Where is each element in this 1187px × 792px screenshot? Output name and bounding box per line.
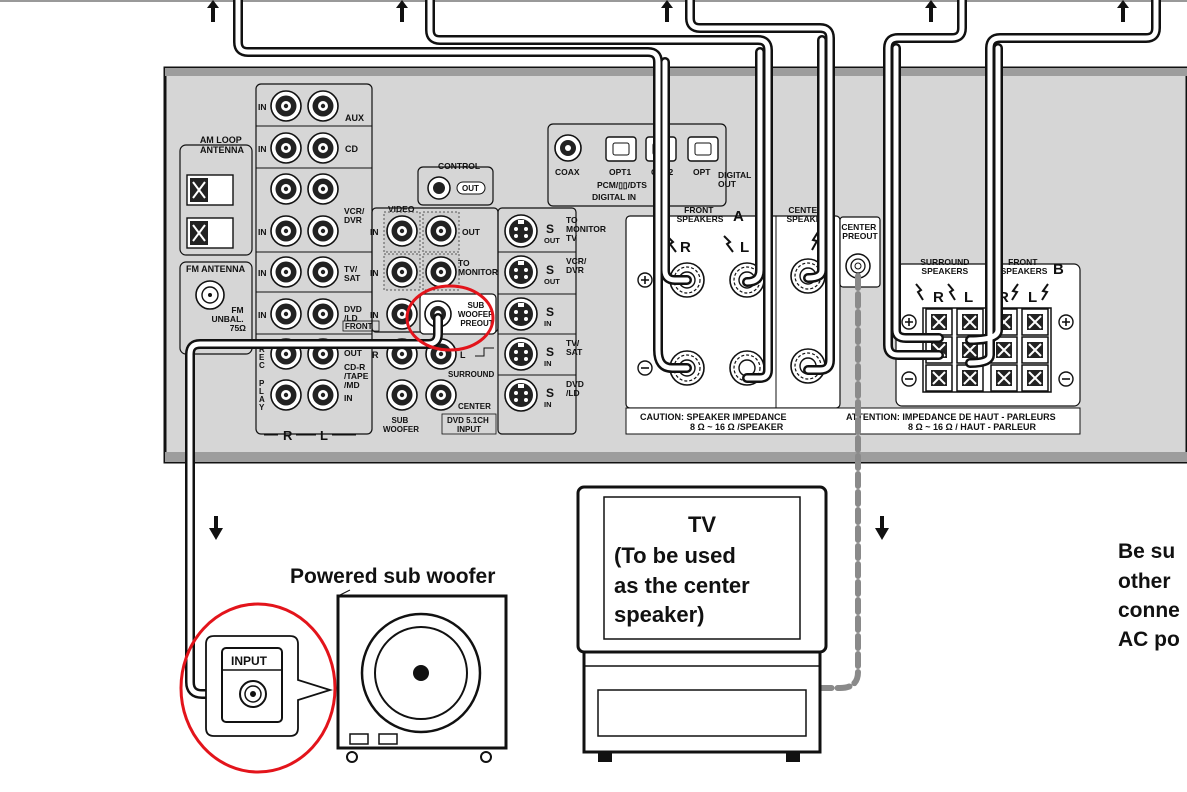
svg-text:DIGITAL IN: DIGITAL IN xyxy=(592,192,636,202)
s-video-jack xyxy=(504,378,538,412)
svg-text:CENTER: CENTER xyxy=(458,402,491,411)
tv-set: TV (To be used as the center speaker) xyxy=(576,485,828,762)
up-arrows xyxy=(207,0,1129,22)
svg-text:CENTER SPEAKER: CENTER SPEAKER xyxy=(786,205,827,224)
control-out-jack: CONTROL OUT xyxy=(417,161,494,206)
svg-text:L: L xyxy=(740,239,749,256)
s-video-source-label: TV/SAT xyxy=(566,338,583,357)
svg-text:TO MONITOR: TO MONITOR xyxy=(458,258,498,277)
aux-label: AUX xyxy=(345,113,364,123)
svg-text:B: B xyxy=(1053,261,1064,278)
s-video-jack xyxy=(504,297,538,331)
speaker-cables xyxy=(233,0,1161,383)
s-video-s-label: S xyxy=(546,305,554,319)
dvd-51ch-input-jacks: R L SURROUND CENTER SUB WOOFER DVD 5.1CH… xyxy=(259,338,497,435)
svg-text:L: L xyxy=(320,428,328,443)
svg-text:(To be used as the cente: (To be used as the center speaker) xyxy=(614,543,756,627)
s-video-dir-label: OUT xyxy=(544,277,560,286)
svg-text:FRONT: FRONT xyxy=(345,322,373,331)
svg-text:FRONT SPEAKERS: FRONT SPEAKERS xyxy=(677,205,724,224)
svg-text:SURROUND SPEAKERS: SURROUND SPEAKERS FRONT SPEAKERS xyxy=(920,257,1047,276)
svg-text:R: R xyxy=(933,289,944,306)
front-speakers-a-terminals: FRONT SPEAKERS A CENTER SPEAKER R L xyxy=(625,205,841,409)
s-video-jack xyxy=(504,337,538,371)
subwoofer-cable xyxy=(185,313,443,699)
am-antenna-label: AM LOOP xyxy=(200,135,242,145)
down-arrows xyxy=(209,516,889,540)
svg-text:IN: IN xyxy=(370,268,379,278)
svg-text:FM UNBAL. 75Ω: FM UNBAL. 75Ω xyxy=(212,305,247,333)
s-video-source-label: VCR/DVR xyxy=(566,256,587,275)
control-label: CONTROL xyxy=(438,161,480,171)
svg-text:VCR/ DVR TV/: VCR/ DVR TV/ SAT DVD /LD xyxy=(344,206,367,323)
svg-text:IN: IN xyxy=(370,310,379,320)
subwoofer-input-callout: INPUT xyxy=(205,635,334,737)
s-video-dir-label: IN xyxy=(544,359,552,368)
input-label: INPUT xyxy=(231,654,268,668)
svg-text:R: R xyxy=(680,239,691,256)
svg-text:IN IN IN IN: IN IN IN IN IN xyxy=(258,102,269,320)
svg-text:OPT: OPT xyxy=(693,167,711,177)
svg-text:IN: IN xyxy=(344,393,353,403)
center-preout-cable xyxy=(817,273,861,691)
svg-text:L: L xyxy=(460,350,466,360)
svg-text:R: R xyxy=(283,428,293,443)
svg-text:L: L xyxy=(964,289,973,306)
s-video-jack xyxy=(504,214,538,248)
preout-highlight-circle xyxy=(405,284,495,352)
powered-subwoofer: Powered sub woofer xyxy=(290,565,508,763)
svg-text:OUT: OUT xyxy=(344,348,363,358)
video-label: VIDEO xyxy=(388,204,415,214)
svg-text:IN: IN xyxy=(370,227,379,237)
svg-text:SUB WOOFER: SUB WOOFER xyxy=(383,416,419,434)
subwoofer-title: Powered sub woofer xyxy=(290,565,495,588)
svg-text:SURROUND: SURROUND xyxy=(448,370,494,379)
s-video-source-label: DVD/LD xyxy=(566,379,584,398)
svg-text:AM LOOP ANTENNA: AM LOOP ANTENNA xyxy=(200,135,245,155)
am-antenna-terminal: AM LOOP ANTENNA xyxy=(179,135,253,256)
svg-text:PCM/▯▯/DTS: PCM/▯▯/DTS xyxy=(597,180,647,190)
fm-antenna-terminal: FM ANTENNA FM UNBAL. 75Ω xyxy=(179,261,253,355)
video-jacks: VIDEO IN OUT IN TO MONITOR IN xyxy=(370,204,499,333)
svg-text:R: R xyxy=(998,289,1009,306)
svg-text:CD-R /TAPE /MD: CD-R /TAPE /MD xyxy=(344,362,371,390)
svg-text:R: R xyxy=(372,350,379,360)
note-text: Be su other conne AC po xyxy=(1118,540,1186,651)
s-video-dir-label: IN xyxy=(544,400,552,409)
tv-label: TV xyxy=(688,512,716,537)
svg-text:CAUTION: SPEAKER IMPEDANCE: CAUTION: SPEAKER IMPEDANCE 8 Ω ~ 16 Ω /S… xyxy=(640,412,789,432)
s-video-s-label: S xyxy=(546,345,554,359)
s-video-dir-label: OUT xyxy=(544,236,560,245)
svg-text:SUB WOOFER PREOUT: SUB WOOFER PREOUT xyxy=(458,301,496,328)
svg-text:CENTER PREOUT: CENTER PREOUT xyxy=(841,222,878,241)
svg-text:ATTENTION: IMPEDANCE DE HAUT -: ATTENTION: IMPEDANCE DE HAUT - PARLEURS … xyxy=(846,412,1058,432)
s-video-s-label: S xyxy=(546,222,554,236)
svg-text:A: A xyxy=(733,208,744,225)
audio-inputs-block: IN IN IN IN IN AUX CD VCR/ DVR TV/ SAT D… xyxy=(255,83,380,443)
fm-antenna-label: FM ANTENNA xyxy=(186,264,246,274)
svg-text:OUT: OUT xyxy=(462,184,479,193)
s-video-s-label: S xyxy=(546,386,554,400)
s-video-s-label: S xyxy=(546,263,554,277)
impedance-caution: CAUTION: SPEAKER IMPEDANCE 8 Ω ~ 16 Ω /S… xyxy=(625,407,1081,435)
svg-text:OUT: OUT xyxy=(462,227,481,237)
s-video-dir-label: IN xyxy=(544,319,552,328)
s-video-jack xyxy=(504,255,538,289)
svg-text:L: L xyxy=(1028,289,1037,306)
svg-text:OPT1: OPT1 xyxy=(609,167,631,177)
svg-text:COAX: COAX xyxy=(555,167,580,177)
svg-text:DVD 5.1CH INPUT: DVD 5.1CH INPUT xyxy=(447,416,491,434)
cd-label: CD xyxy=(345,144,358,154)
svg-text:DIGITAL OUT: DIGITAL OUT xyxy=(718,170,754,189)
input-highlight-circle xyxy=(179,602,337,774)
